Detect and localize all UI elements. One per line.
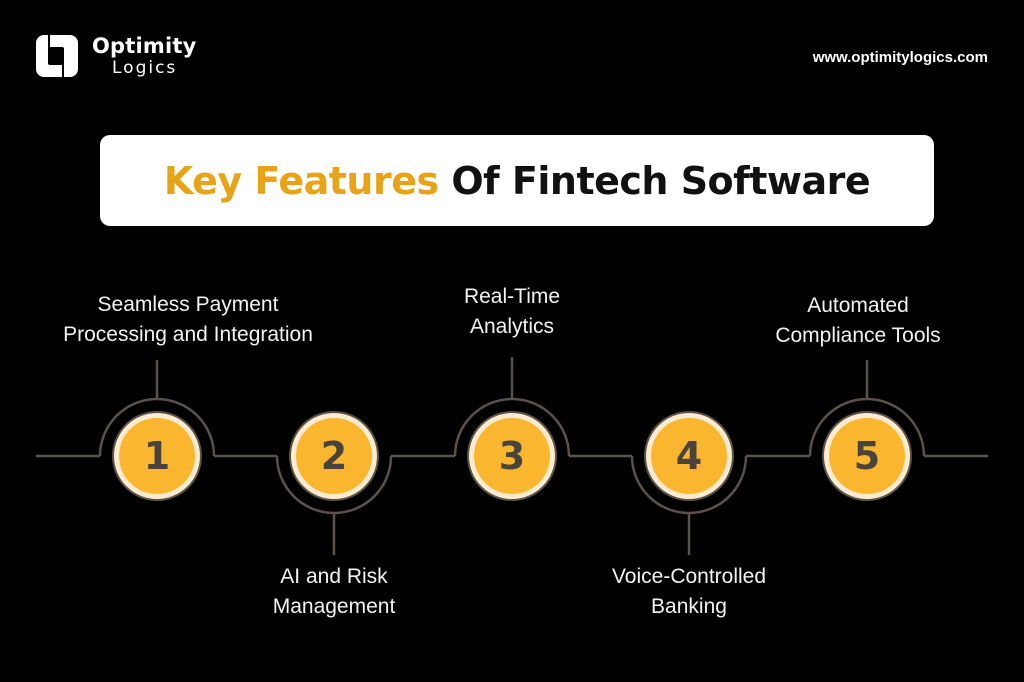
feature-label-3: Real-Time Analytics [463,285,561,338]
brand-subname: Logics [112,57,178,78]
title-rest: Of Fintech Software [451,158,871,203]
feature-label-1: Seamless Payment Processing and Integrat… [63,293,313,346]
step-number-4: 4 [675,434,703,478]
website-url[interactable]: www.optimitylogics.com [812,49,988,66]
brand-logo: Optimity Logics [34,33,197,79]
step-number-2: 2 [320,434,348,478]
brand-name: Optimity [92,33,197,58]
feature-label-5: Automated Compliance Tools [775,294,941,347]
feature-label-4: Voice-Controlled Banking [611,565,767,618]
title-accent: Key Features [163,158,439,203]
title-banner: Key Features Of Fintech Software [100,135,934,226]
step-number-1: 1 [143,434,171,478]
step-number-5: 5 [853,434,881,478]
optimity-logo-icon [34,33,80,79]
step-number-3: 3 [498,434,526,478]
feature-label-2: AI and Risk Management [272,565,396,618]
page-title: Key Features Of Fintech Software [163,158,871,203]
